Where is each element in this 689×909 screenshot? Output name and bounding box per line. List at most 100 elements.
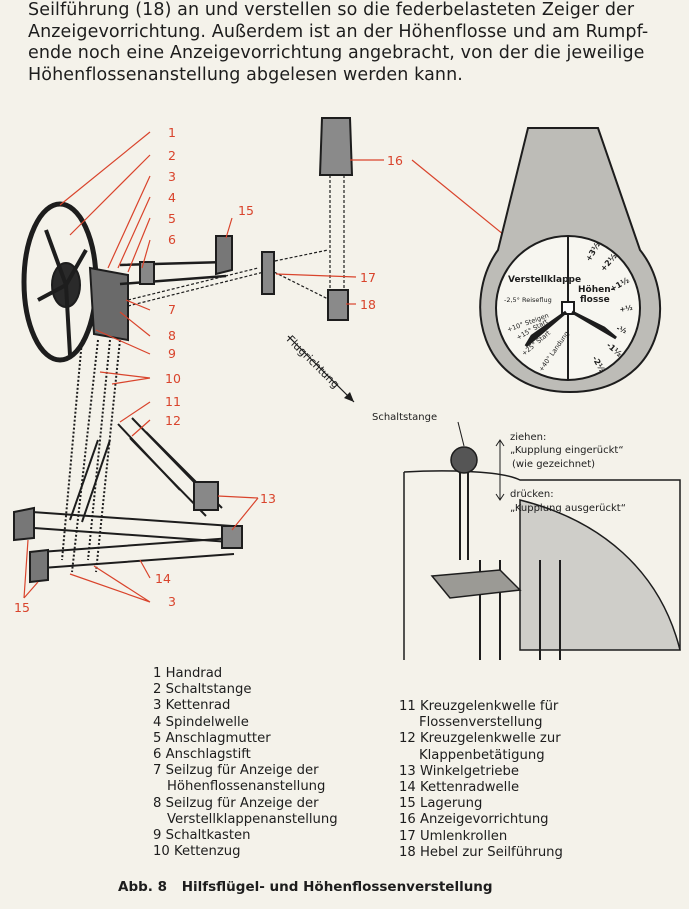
stop-nut bbox=[139, 261, 155, 285]
detail-knob bbox=[450, 446, 478, 474]
legend-item: 5 Anschlagmutter bbox=[153, 730, 271, 746]
leader-4 bbox=[117, 196, 151, 269]
intro-line: ende noch eine Anzeigevorrichtung angebr… bbox=[28, 43, 645, 63]
leader-12 bbox=[131, 419, 151, 437]
callout-16: 16 bbox=[387, 153, 403, 168]
pull-desc-1: „Kupplung eingerückt“ bbox=[510, 445, 624, 456]
angle-gear-13b bbox=[221, 525, 243, 549]
leader-3b bbox=[69, 565, 151, 603]
intro-paragraph: Seilführung (18) an und verstellen so di… bbox=[28, 0, 678, 86]
leader-15-bottom bbox=[23, 539, 39, 599]
detail-housing bbox=[519, 499, 681, 651]
intro-line: Anzeigevorrichtung. Außerdem ist an der … bbox=[28, 21, 649, 42]
dial-right-title-1: Höhen- bbox=[578, 285, 615, 295]
arrow-head bbox=[344, 392, 354, 402]
callout-6: 6 bbox=[168, 232, 176, 247]
detail-rod bbox=[459, 472, 469, 560]
legend-item: 16 Anzeigevorrichtung bbox=[399, 812, 549, 828]
legend-item: 14 Kettenradwelle bbox=[399, 780, 520, 796]
bearing-15-left bbox=[13, 506, 35, 542]
leader-7 bbox=[125, 299, 151, 311]
callout-15-top: 15 bbox=[238, 203, 254, 218]
dial-left-title: Verstellklappe bbox=[508, 275, 581, 285]
legend-item: 4 Spindelwelle bbox=[153, 714, 249, 730]
handwheel-spokes bbox=[37, 229, 88, 356]
detail-ribs bbox=[479, 560, 561, 660]
bearing-15-top bbox=[215, 235, 233, 276]
legend-item: 12 Kreuzgelenkwelle zur bbox=[399, 731, 561, 747]
leader-3 bbox=[107, 175, 151, 269]
dial-right-title-2: flosse bbox=[580, 295, 610, 305]
legend-item: 3 Kettenrad bbox=[153, 698, 231, 714]
lever-18 bbox=[327, 289, 349, 321]
indicator-cables bbox=[127, 249, 331, 307]
callout-12: 12 bbox=[165, 413, 181, 428]
pull-desc-2: (wie gezeichnet) bbox=[512, 459, 595, 470]
callout-3: 3 bbox=[168, 169, 176, 184]
switch-box bbox=[88, 266, 129, 342]
dial-mark-right-3: +½ bbox=[619, 304, 633, 314]
legend-item: Klappenbetätigung bbox=[419, 747, 545, 763]
legend-item: 10 Kettenzug bbox=[153, 844, 241, 860]
dial-mark-right-4: -½ bbox=[615, 324, 627, 335]
intro-line: Seilführung (18) an und verstellen so di… bbox=[28, 0, 635, 20]
dial-needle-left bbox=[524, 310, 567, 348]
legend-item: 18 Hebel zur Seilführung bbox=[399, 844, 563, 860]
switch-rod-detail: Schaltstange ziehen: „Kupplung eingerück… bbox=[372, 412, 681, 660]
flight-direction-arrow bbox=[287, 335, 355, 403]
legend-item: 2 Schaltstange bbox=[153, 682, 252, 698]
callout-15-bottom: 15 bbox=[14, 600, 30, 615]
callout-18: 18 bbox=[360, 297, 376, 312]
callout-4: 4 bbox=[168, 190, 176, 205]
switch-rod-leader bbox=[457, 421, 465, 447]
legend-item: Verstellklappenanstellung bbox=[167, 811, 338, 827]
callout-14: 14 bbox=[155, 571, 171, 586]
leader-16 bbox=[350, 159, 521, 249]
legend-item: 6 Anschlagstift bbox=[153, 747, 251, 763]
leader-13 bbox=[217, 495, 259, 531]
legend-item: 8 Seilzug für Anzeige der bbox=[153, 795, 319, 811]
push-label: drücken: bbox=[510, 489, 554, 500]
leader-1 bbox=[59, 131, 151, 206]
leader-15-top bbox=[225, 217, 233, 239]
cardan-shaft-11 bbox=[117, 417, 197, 491]
dial-mark-left-0: -2,5° Reiseflug bbox=[504, 296, 552, 304]
leader-9 bbox=[95, 329, 151, 355]
legend-item: 11 Kreuzgelenkwelle für bbox=[399, 699, 559, 714]
spindle-shaft bbox=[119, 260, 227, 286]
chain-drive bbox=[61, 339, 121, 573]
pulley-17 bbox=[261, 251, 275, 295]
support-strut bbox=[69, 439, 111, 523]
legend-item: 7 Seilzug für Anzeige der bbox=[153, 763, 319, 779]
callout-10: 10 bbox=[165, 371, 181, 386]
callout-7: 7 bbox=[168, 302, 176, 317]
callout-3b: 3 bbox=[168, 594, 176, 609]
callout-17: 17 bbox=[360, 270, 376, 285]
sprocket-shaft-upper bbox=[31, 511, 233, 543]
flight-direction-label: Flugrichtung bbox=[284, 333, 342, 391]
leader-11 bbox=[119, 401, 151, 423]
callout-11: 11 bbox=[165, 394, 181, 409]
callout-13: 13 bbox=[260, 491, 276, 506]
leader-17 bbox=[275, 273, 357, 278]
legend-item: Flossenverstellung bbox=[419, 715, 543, 731]
detail-frame bbox=[403, 470, 681, 660]
intro-line: Höhenflossenanstellung abgelesen werden … bbox=[28, 64, 463, 85]
callout-9: 9 bbox=[168, 346, 176, 361]
flight-direction: Flugrichtung bbox=[284, 333, 355, 403]
figure-number: Abb. 8 bbox=[118, 879, 167, 895]
legend-item: 9 Schaltkasten bbox=[153, 828, 251, 844]
legend-item: 17 Umlenkrollen bbox=[399, 828, 508, 844]
callout-8: 8 bbox=[168, 328, 176, 343]
legend-item: 15 Lagerung bbox=[399, 796, 483, 812]
leader-14 bbox=[139, 559, 151, 579]
legend-item: Höhenflossenanstellung bbox=[167, 779, 326, 795]
pull-label: ziehen: bbox=[510, 432, 546, 443]
leader-5 bbox=[127, 217, 151, 273]
legend-left: 1 Handrad 2 Schaltstange 3 Kettenrad 4 S… bbox=[153, 666, 338, 860]
detail-bracket bbox=[430, 569, 522, 599]
leader-8 bbox=[119, 311, 151, 337]
callout-5: 5 bbox=[168, 211, 176, 226]
bearing-15-bottom bbox=[29, 548, 49, 584]
